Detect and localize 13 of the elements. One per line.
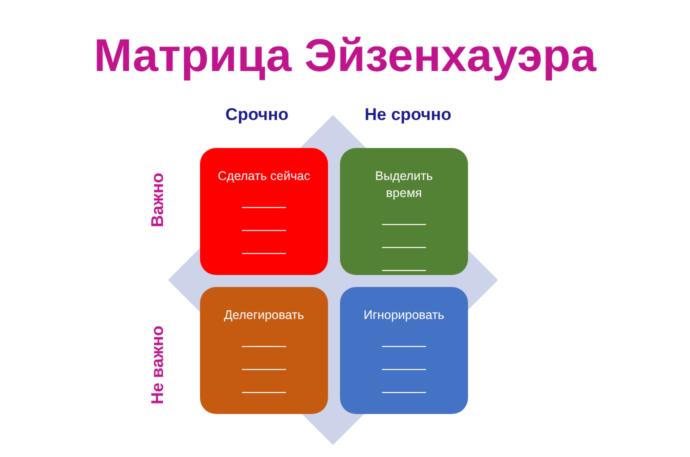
column-header: Срочно xyxy=(225,105,289,125)
quadrant-box xyxy=(200,287,328,414)
quadrant-title: Выделить время xyxy=(374,168,434,202)
quadrant-title: Игнорировать xyxy=(362,307,446,324)
quadrant-box xyxy=(200,148,328,275)
row-header: Важно xyxy=(148,172,168,228)
column-header: Не срочно xyxy=(364,105,452,125)
quadrant-title: Делегировать xyxy=(222,307,306,324)
row-header: Не важно xyxy=(148,326,168,404)
quadrant-box xyxy=(340,148,468,275)
quadrant-title: Сделать сейчас xyxy=(216,168,312,185)
quadrant-box xyxy=(340,287,468,414)
title: Матрица Эйзенхауэра xyxy=(94,28,596,82)
